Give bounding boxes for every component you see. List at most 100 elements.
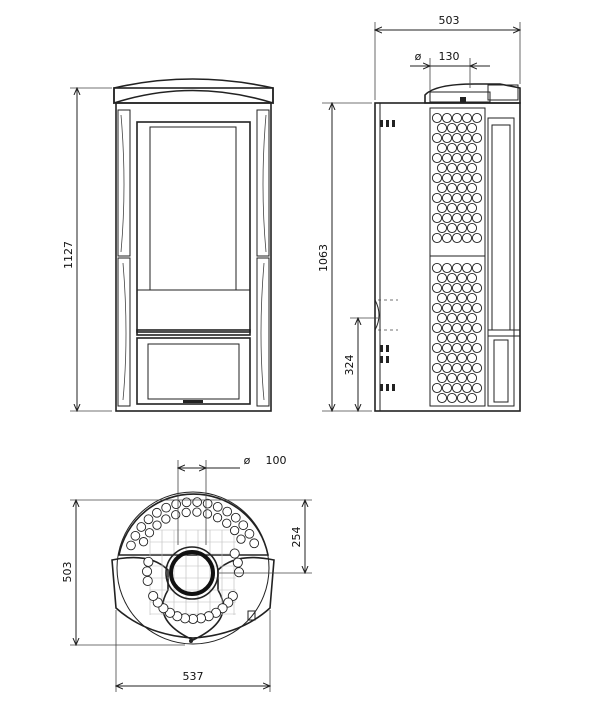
side-circle [446, 202, 458, 214]
side-height-label: 1063 [317, 244, 330, 272]
side-circle [461, 112, 473, 124]
side-circle [446, 272, 458, 284]
side-circle [451, 232, 463, 244]
side-circle [436, 272, 448, 284]
side-circle [461, 342, 473, 354]
rim-circle [202, 509, 213, 519]
side-circle [461, 302, 473, 314]
side-circle [446, 142, 458, 154]
side-circle [446, 162, 458, 174]
side-circle [456, 352, 468, 364]
flue-offset-dimension: 254 [195, 500, 312, 573]
rim-circle [152, 507, 162, 518]
side-circle [451, 262, 463, 274]
side-circle-pattern [431, 112, 483, 404]
rim-circle [161, 502, 172, 513]
side-circle [436, 202, 448, 214]
top-flue-diameter-symbol: ø [244, 454, 251, 467]
side-circle [461, 152, 473, 164]
rim-circle [136, 522, 147, 532]
side-circle [451, 212, 463, 224]
side-circle [471, 132, 483, 144]
top-depth-dimension: 503 [61, 500, 195, 645]
side-circle [471, 262, 483, 274]
rim-circle [222, 518, 232, 528]
side-circle [461, 362, 473, 374]
side-circle [471, 172, 483, 184]
rim-circle [143, 514, 154, 525]
side-height-dimension: 1063 [317, 103, 372, 411]
side-circle [436, 292, 448, 304]
rim-circle [236, 534, 246, 544]
rim-circle [212, 513, 223, 523]
side-circle [456, 122, 468, 134]
rim-circle [192, 507, 202, 517]
rim-circle [249, 538, 260, 549]
side-circle [456, 312, 468, 324]
top-view [111, 491, 275, 645]
side-circle [436, 392, 448, 404]
front-height-label: 1127 [62, 241, 75, 269]
front-circle [148, 590, 159, 602]
side-circle [431, 322, 443, 334]
side-view [374, 83, 521, 412]
side-circle [471, 152, 483, 164]
inlet-height-dimension: 324 [343, 318, 378, 411]
front-circle [141, 566, 153, 577]
side-circle [431, 132, 443, 144]
side-circle [446, 372, 458, 384]
side-circle [466, 142, 478, 154]
side-circle [441, 172, 453, 184]
side-circle [471, 322, 483, 334]
front-circle [229, 548, 240, 559]
side-circle [466, 332, 478, 344]
front-view [113, 78, 274, 412]
side-circle [441, 132, 453, 144]
side-circle [471, 212, 483, 224]
rim-circle [126, 540, 136, 551]
side-circle [441, 192, 453, 204]
side-circle [431, 382, 443, 394]
side-circle [456, 292, 468, 304]
side-circle [471, 282, 483, 294]
rim-circle [212, 501, 223, 512]
top-grid [149, 529, 236, 615]
rim-circle [171, 499, 181, 510]
side-circle [466, 272, 478, 284]
side-circle [441, 282, 453, 294]
side-circle [466, 202, 478, 214]
side-circle [451, 152, 463, 164]
side-circle [431, 172, 443, 184]
side-circle [466, 372, 478, 384]
side-circle [441, 262, 453, 274]
side-circle [441, 362, 453, 374]
top-flue-diameter-dimension: ø 100 [178, 454, 287, 545]
side-circle [441, 232, 453, 244]
side-circle [451, 112, 463, 124]
side-circle [461, 232, 473, 244]
side-circle [431, 302, 443, 314]
side-slots [380, 120, 395, 391]
rim-circle [138, 537, 149, 547]
side-circle [466, 222, 478, 234]
side-circle [431, 362, 443, 374]
rim-circle [152, 520, 162, 530]
rim-circle [222, 506, 233, 517]
rim-circle [229, 525, 240, 536]
side-circle [446, 312, 458, 324]
side-circle [466, 182, 478, 194]
side-circle [436, 122, 448, 134]
side-circle [436, 372, 448, 384]
side-circle [436, 222, 448, 234]
top-width-label: 537 [183, 670, 204, 683]
front-circle [142, 575, 153, 587]
flue-offset-label: 254 [290, 527, 303, 548]
side-circle [446, 122, 458, 134]
rim-circle [238, 520, 249, 531]
side-circle [431, 232, 443, 244]
side-circle [466, 352, 478, 364]
side-circle [456, 332, 468, 344]
side-circle [461, 192, 473, 204]
side-circle [451, 172, 463, 184]
